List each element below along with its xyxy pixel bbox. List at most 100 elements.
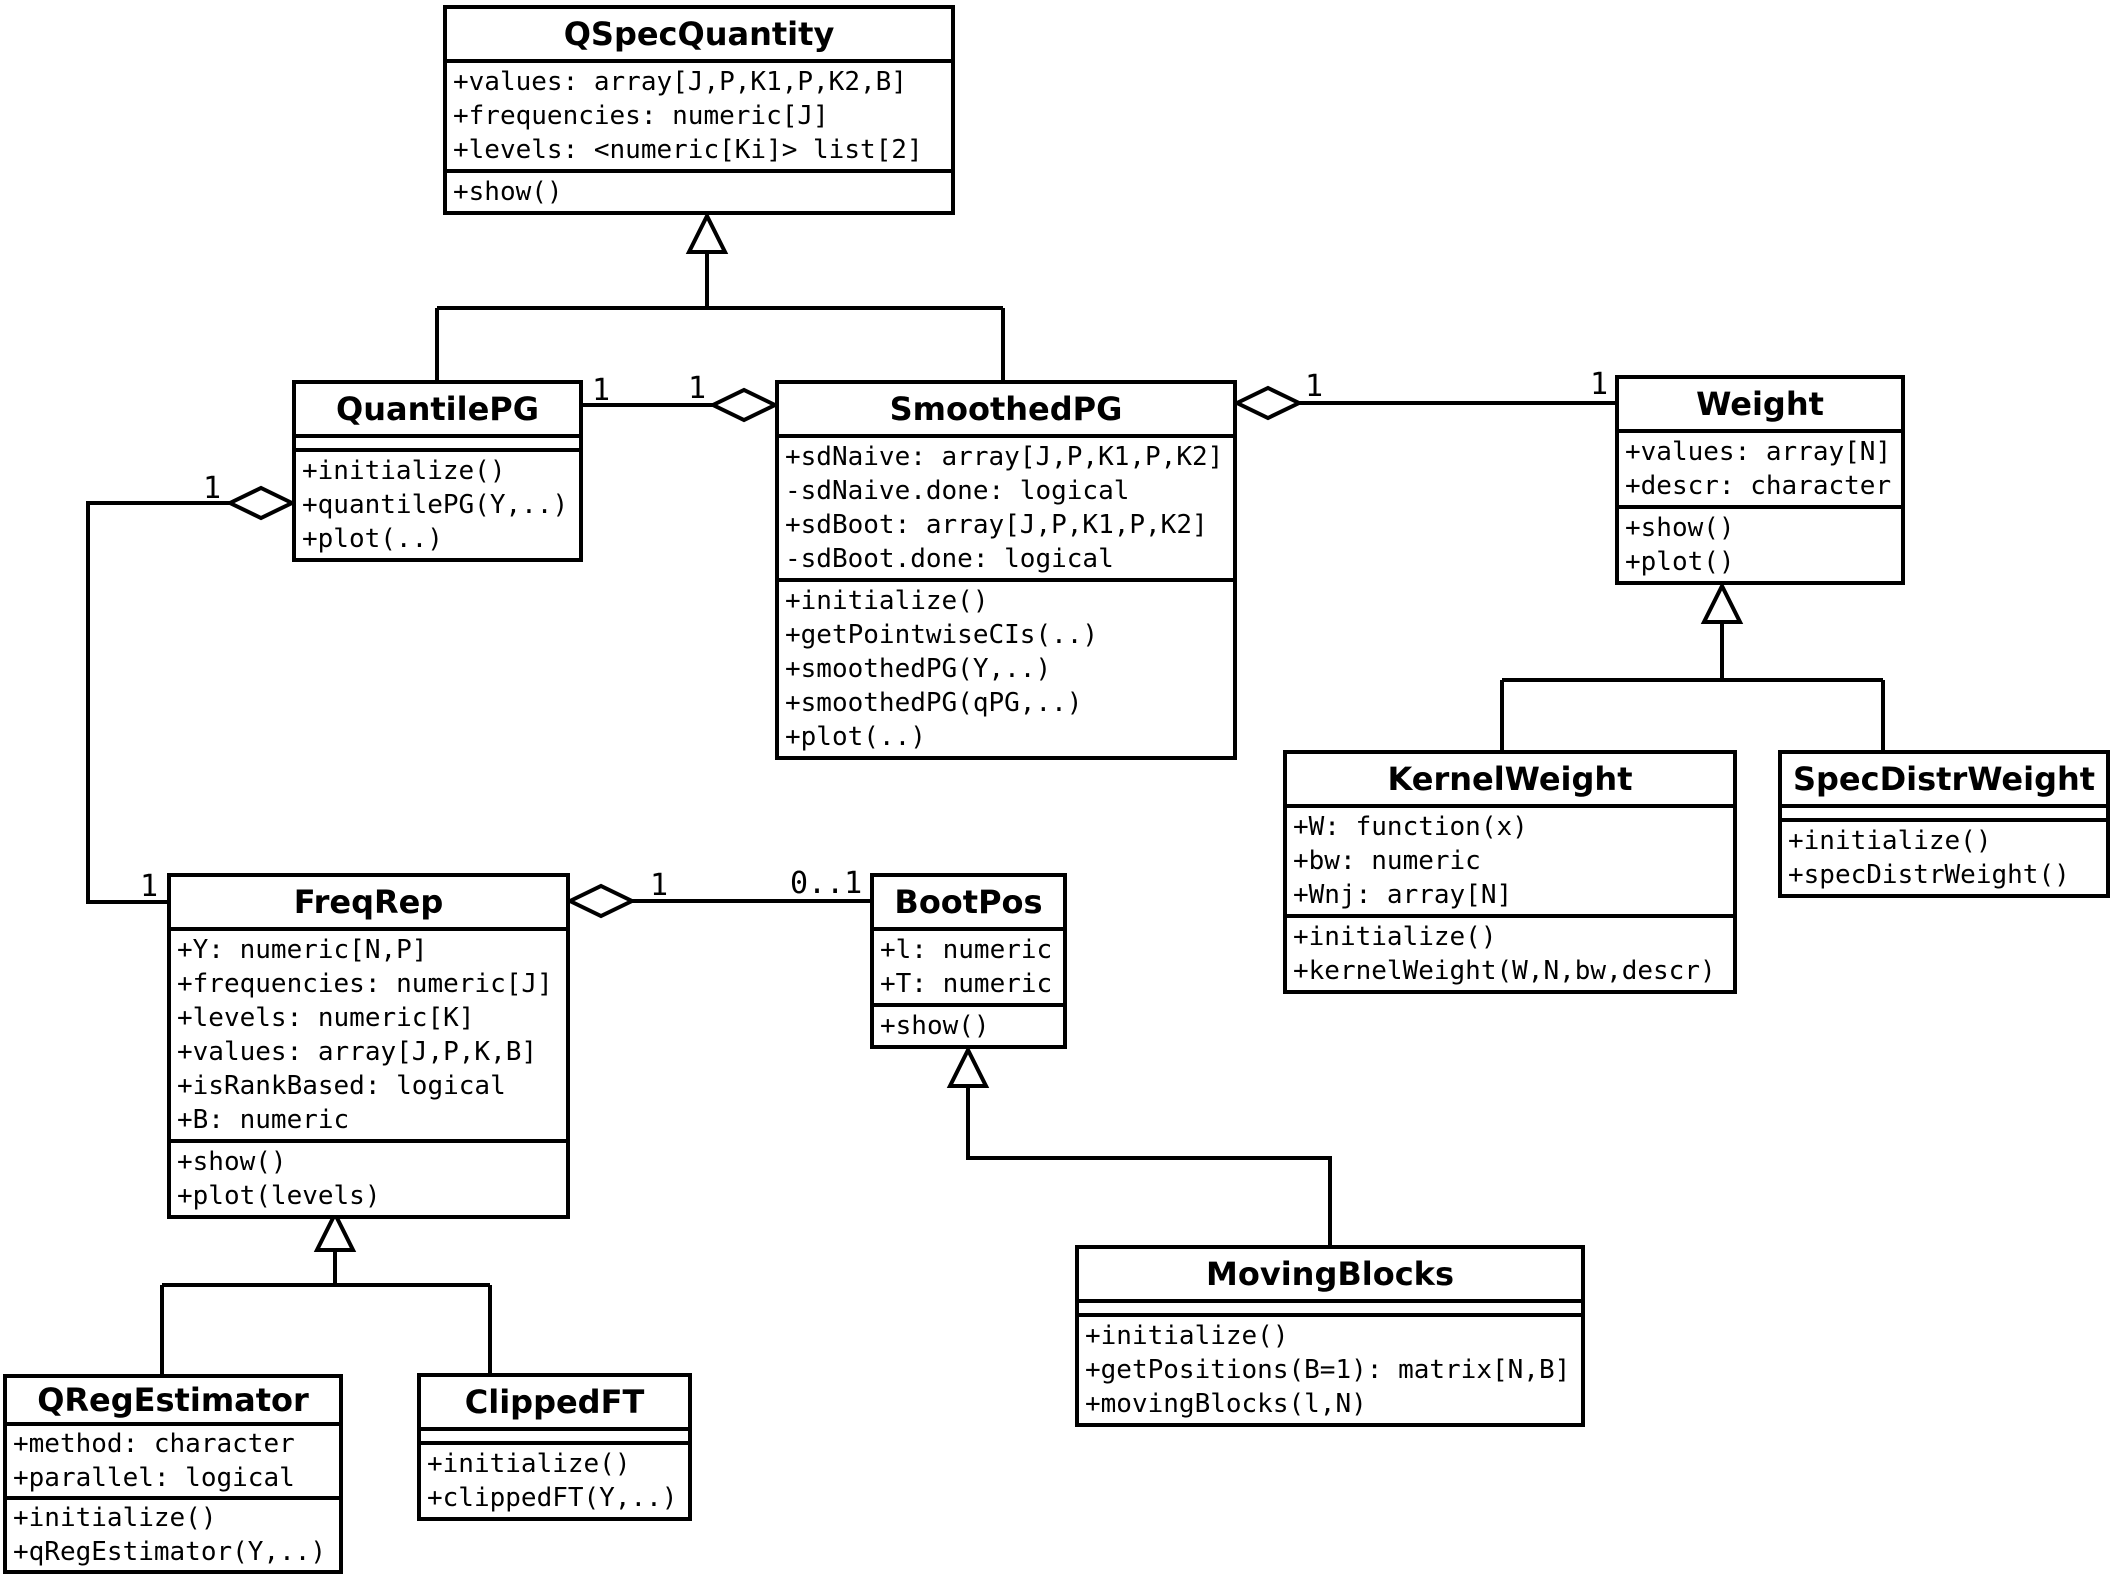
attribute: +B: numeric (177, 1105, 350, 1135)
attributes-compartment: +values: array[N] +descr: character (1619, 429, 1901, 505)
attribute: +Y: numeric[N,P] (177, 935, 428, 965)
attributes-compartment: +W: function(x) +bw: numeric +Wnj: array… (1287, 804, 1733, 914)
method: +smoothedPG(qPG,..) (785, 688, 1083, 718)
class-title: QRegEstimator (37, 1381, 309, 1419)
method: +specDistrWeight() (1788, 860, 2070, 890)
class-title: BootPos (894, 883, 1043, 921)
class-quantilepg: QuantilePG +initialize() +quantilePG(Y,.… (292, 380, 583, 562)
method: +smoothedPG(Y,..) (785, 654, 1052, 684)
class-freqrep: FreqRep +Y: numeric[N,P] +frequencies: n… (167, 873, 570, 1219)
methods-compartment: +initialize() +kernelWeight(W,N,bw,descr… (1287, 914, 1733, 990)
multiplicity-label: 1 (592, 373, 610, 408)
attributes-compartment (1079, 1299, 1581, 1313)
methods-compartment: +initialize() +getPositions(B=1): matrix… (1079, 1313, 1581, 1423)
attributes-compartment (296, 434, 579, 448)
multiplicity-label: 1 (203, 471, 221, 506)
attributes-compartment: +Y: numeric[N,P] +frequencies: numeric[J… (171, 927, 566, 1139)
class-title: ClippedFT (464, 1383, 645, 1421)
method: +initialize() (13, 1503, 217, 1533)
class-kernelweight: KernelWeight +W: function(x) +bw: numeri… (1283, 750, 1737, 994)
multiplicity-label: 1 (140, 869, 158, 904)
method: +initialize() (1788, 826, 1992, 856)
multiplicity-label: 1 (688, 371, 706, 406)
aggregation-diamond-icon (1232, 385, 1304, 421)
inheritance-triangle-icon (1700, 581, 1744, 624)
class-weight: Weight +values: array[N] +descr: charact… (1615, 375, 1905, 585)
aggregation-diamond-icon (565, 883, 637, 919)
class-title: SpecDistrWeight (1792, 760, 2096, 798)
method: +getPointwiseCIs(..) (785, 620, 1099, 650)
class-title: Weight (1696, 385, 1824, 423)
attribute: +values: array[J,P,K1,P,K2,B] (453, 67, 907, 97)
class-smoothedpg: SmoothedPG +sdNaive: array[J,P,K1,P,K2] … (775, 380, 1237, 760)
class-qspecquantity: QSpecQuantity +values: array[J,P,K1,P,K2… (443, 5, 955, 215)
method: +show() (1625, 513, 1735, 543)
method: +kernelWeight(W,N,bw,descr) (1293, 956, 1716, 986)
multiplicity-label: 1 (1590, 367, 1608, 402)
method: +getPositions(B=1): matrix[N,B] (1085, 1355, 1571, 1385)
multiplicity-label: 1 (1305, 369, 1323, 404)
class-title: MovingBlocks (1206, 1255, 1454, 1293)
method: +plot() (1625, 547, 1735, 577)
attributes-compartment: +l: numeric +T: numeric (874, 927, 1063, 1003)
attribute: +Wnj: array[N] (1293, 880, 1513, 910)
methods-compartment: +initialize() +clippedFT(Y,..) (421, 1441, 688, 1517)
generalization-to-weight (1500, 581, 1885, 750)
attributes-compartment (1782, 804, 2106, 818)
method: +movingBlocks(l,N) (1085, 1389, 1367, 1419)
methods-compartment: +initialize() +specDistrWeight() (1782, 818, 2106, 894)
inheritance-triangle-icon (313, 1209, 357, 1252)
generalization-to-qspecquantity (435, 211, 1005, 380)
method: +initialize() (1293, 922, 1497, 952)
class-movingblocks: MovingBlocks +initialize() +getPositions… (1075, 1245, 1585, 1427)
method: +plot(levels) (177, 1181, 381, 1211)
generalization-to-bootpos (946, 1045, 1332, 1245)
methods-compartment: +show() (447, 169, 951, 211)
attribute: +W: function(x) (1293, 812, 1528, 842)
attribute: -sdNaive.done: logical (785, 476, 1130, 506)
attribute: +T: numeric (880, 969, 1053, 999)
attributes-compartment (421, 1427, 688, 1441)
methods-compartment: +show() +plot() (1619, 505, 1901, 581)
attribute: +method: character (13, 1429, 295, 1459)
attribute: -sdBoot.done: logical (785, 544, 1114, 574)
class-bootpos: BootPos +l: numeric +T: numeric +show() (870, 873, 1067, 1049)
aggregation-smoothedpg-quantilepg: 1 1 (583, 371, 780, 423)
aggregation-quantilepg-freqrep: 1 1 (86, 471, 297, 904)
attributes-compartment: +sdNaive: array[J,P,K1,P,K2] -sdNaive.do… (779, 434, 1233, 578)
method: +initialize() (302, 456, 506, 486)
method: +plot(..) (302, 524, 443, 554)
method: +show() (880, 1011, 990, 1041)
methods-compartment: +show() (874, 1003, 1063, 1045)
attribute: +bw: numeric (1293, 846, 1481, 876)
attribute: +l: numeric (880, 935, 1053, 965)
method: +plot(..) (785, 722, 926, 752)
attribute: +values: array[J,P,K,B] (177, 1037, 538, 1067)
attribute: +sdBoot: array[J,P,K1,P,K2] (785, 510, 1208, 540)
class-title: QuantilePG (335, 390, 539, 428)
multiplicity-label: 1 (650, 868, 668, 903)
class-title: QSpecQuantity (563, 15, 835, 53)
inheritance-triangle-icon (685, 211, 729, 254)
method: +show() (177, 1147, 287, 1177)
attributes-compartment: +method: character +parallel: logical (7, 1422, 339, 1496)
attribute: +values: array[N] (1625, 437, 1892, 467)
attribute: +sdNaive: array[J,P,K1,P,K2] (785, 442, 1224, 472)
class-specdistrweight: SpecDistrWeight +initialize() +specDistr… (1778, 750, 2110, 898)
class-title: FreqRep (293, 883, 444, 921)
method: +initialize() (1085, 1321, 1289, 1351)
methods-compartment: +initialize() +quantilePG(Y,..) +plot(..… (296, 448, 579, 558)
attribute: +descr: character (1625, 471, 1892, 501)
aggregation-freqrep-bootpos: 1 0..1 (565, 866, 870, 919)
method: +clippedFT(Y,..) (427, 1483, 678, 1513)
attribute: +levels: <numeric[Ki]> list[2] (453, 135, 923, 165)
attribute: +frequencies: numeric[J] (177, 969, 553, 999)
attribute: +frequencies: numeric[J] (453, 101, 829, 131)
attribute: +isRankBased: logical (177, 1071, 506, 1101)
aggregation-smoothedpg-weight: 1 1 (1232, 367, 1615, 421)
inheritance-triangle-icon (946, 1045, 990, 1088)
method: +qRegEstimator(Y,..) (13, 1537, 327, 1567)
methods-compartment: +show() +plot(levels) (171, 1139, 566, 1215)
class-title: KernelWeight (1387, 760, 1633, 798)
